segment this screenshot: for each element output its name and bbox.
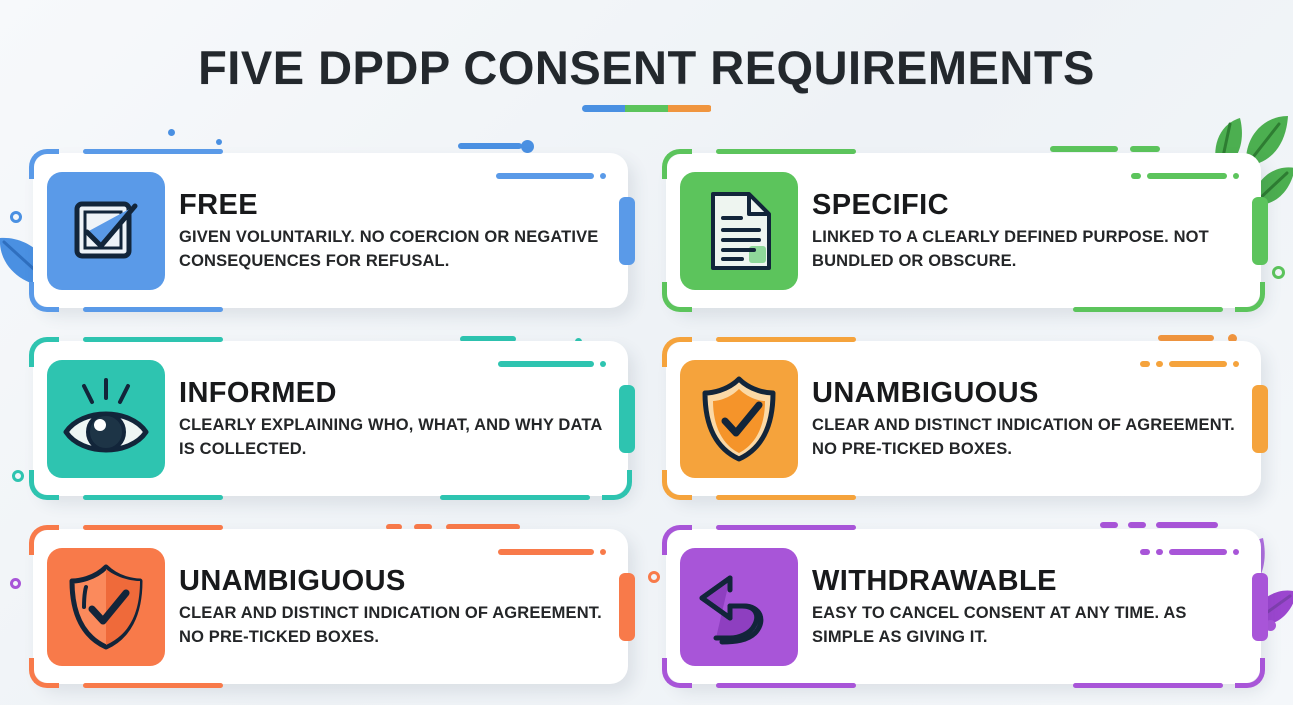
card-frame-corner-bl [29, 658, 59, 688]
checkbox-checked-icon [63, 188, 149, 274]
card-frame-corner-tl [29, 337, 59, 367]
card-frame-corner-tl [662, 525, 692, 555]
shield-check-icon [64, 563, 148, 651]
card-frame-corner-br [602, 470, 632, 500]
card-description: GIVEN VOLUNTARILY. NO COERCION OR NEGATI… [179, 228, 599, 270]
card-text-block: SPECIFIC LINKED TO A CLEARLY DEFINED PUR… [812, 188, 1243, 273]
card-frame-corner-tl [662, 149, 692, 179]
card-frame-bottom-right [440, 495, 590, 500]
deco-ring-center-bottom [648, 571, 660, 583]
card-text-block: UNAMBIGUOUS CLEAR AND DISTINCT INDICATIO… [812, 376, 1243, 461]
deco-ring-right-top [1272, 266, 1285, 279]
card-frame-bottom [716, 683, 856, 688]
card-side-tab [1252, 385, 1268, 453]
deco-dot-blue-small-top [168, 129, 175, 136]
eye-icon [60, 376, 152, 462]
deco-bar-green-top [1050, 146, 1118, 152]
card-side-tab [1252, 197, 1268, 265]
card-specific[interactable]: SPECIFIC LINKED TO A CLEARLY DEFINED PUR… [662, 149, 1268, 312]
undo-arrow-icon [694, 564, 784, 650]
card-frame-corner-tl [662, 337, 692, 367]
card-frame-bottom-right [1073, 307, 1223, 312]
card-title: UNAMBIGUOUS [179, 564, 406, 597]
card-side-tab [619, 197, 635, 265]
card-description: CLEARLY EXPLAINING WHO, WHAT, AND WHY DA… [179, 416, 602, 458]
card-icon-tile [680, 547, 798, 666]
card-frame-top [83, 525, 223, 530]
card-accent-dashes [1131, 173, 1239, 179]
card-accent-dashes [498, 549, 606, 555]
card-frame-top [716, 337, 856, 342]
card-frame-bottom-right [1073, 683, 1223, 688]
card-informed[interactable]: INFORMED CLEARLY EXPLAINING WHO, WHAT, A… [29, 337, 635, 500]
card-frame-corner-br [1235, 658, 1265, 688]
requirements-grid: FREE GIVEN VOLUNTARILY. NO COERCION OR N… [29, 149, 1268, 688]
page-title-block: FIVE DPDP CONSENT REQUIREMENTS [0, 44, 1293, 112]
card-side-tab [1252, 573, 1268, 641]
card-icon-tile [47, 547, 165, 666]
card-frame-bottom [716, 495, 856, 500]
card-title: SPECIFIC [812, 188, 949, 221]
document-lines-icon [699, 188, 779, 274]
card-description: LINKED TO A CLEARLY DEFINED PURPOSE. NOT… [812, 228, 1209, 270]
card-text-block: INFORMED CLEARLY EXPLAINING WHO, WHAT, A… [179, 376, 610, 461]
card-frame-corner-bl [29, 470, 59, 500]
rule-segment-green [624, 105, 669, 112]
deco-ring-left-bottom [10, 578, 21, 589]
card-unambiguous-orange[interactable]: UNAMBIGUOUS CLEAR AND DISTINCT INDICATIO… [662, 337, 1268, 500]
card-frame-bottom [83, 495, 223, 500]
deco-ring-left-top [10, 211, 22, 223]
card-description: CLEAR AND DISTINCT INDICATION OF AGREEME… [812, 416, 1235, 458]
card-frame-top [716, 149, 856, 154]
card-withdrawable[interactable]: WITHDRAWABLE EASY TO CANCEL CONSENT AT A… [662, 525, 1268, 688]
card-icon-tile [47, 171, 165, 290]
card-accent-dashes [496, 173, 606, 179]
card-frame-corner-bl [662, 470, 692, 500]
deco-dot-blue-top [521, 140, 534, 153]
card-side-tab [619, 573, 635, 641]
card-title: WITHDRAWABLE [812, 564, 1057, 597]
deco-ring-left-mid [12, 470, 24, 482]
card-icon-tile [680, 171, 798, 290]
deco-dot-blue-small-top2 [216, 139, 222, 145]
card-title: INFORMED [179, 376, 337, 409]
deco-bar-blue-top [458, 143, 522, 149]
rule-segment-blue [581, 105, 625, 112]
card-text-block: UNAMBIGUOUS CLEAR AND DISTINCT INDICATIO… [179, 564, 610, 649]
card-frame-corner-bl [29, 282, 59, 312]
card-frame-corner-bl [662, 658, 692, 688]
card-frame-top [83, 337, 223, 342]
card-accent-dashes [1140, 549, 1239, 555]
card-unambiguous-red[interactable]: UNAMBIGUOUS CLEAR AND DISTINCT INDICATIO… [29, 525, 635, 688]
deco-bar-green-top2 [1130, 146, 1160, 152]
card-frame-corner-br [1235, 282, 1265, 312]
card-title: FREE [179, 188, 258, 221]
card-frame-corner-tl [29, 525, 59, 555]
card-description: EASY TO CANCEL CONSENT AT ANY TIME. AS S… [812, 604, 1187, 646]
shield-check-icon [697, 375, 781, 463]
card-icon-tile [47, 359, 165, 478]
rule-segment-orange [668, 105, 712, 112]
card-title: UNAMBIGUOUS [812, 376, 1039, 409]
card-text-block: FREE GIVEN VOLUNTARILY. NO COERCION OR N… [179, 188, 610, 273]
card-free[interactable]: FREE GIVEN VOLUNTARILY. NO COERCION OR N… [29, 149, 635, 312]
card-frame-corner-tl [29, 149, 59, 179]
card-description: CLEAR AND DISTINCT INDICATION OF AGREEME… [179, 604, 602, 646]
card-text-block: WITHDRAWABLE EASY TO CANCEL CONSENT AT A… [812, 564, 1243, 649]
card-frame-corner-bl [662, 282, 692, 312]
card-frame-bottom [83, 307, 223, 312]
card-frame-top [83, 149, 223, 154]
page-title: FIVE DPDP CONSENT REQUIREMENTS [198, 41, 1095, 94]
card-accent-dashes [498, 361, 606, 367]
card-frame-bottom [83, 683, 223, 688]
title-underline-rule [581, 105, 712, 112]
card-frame-top [716, 525, 856, 530]
card-accent-dashes [1140, 361, 1239, 367]
card-side-tab [619, 385, 635, 453]
card-icon-tile [680, 359, 798, 478]
